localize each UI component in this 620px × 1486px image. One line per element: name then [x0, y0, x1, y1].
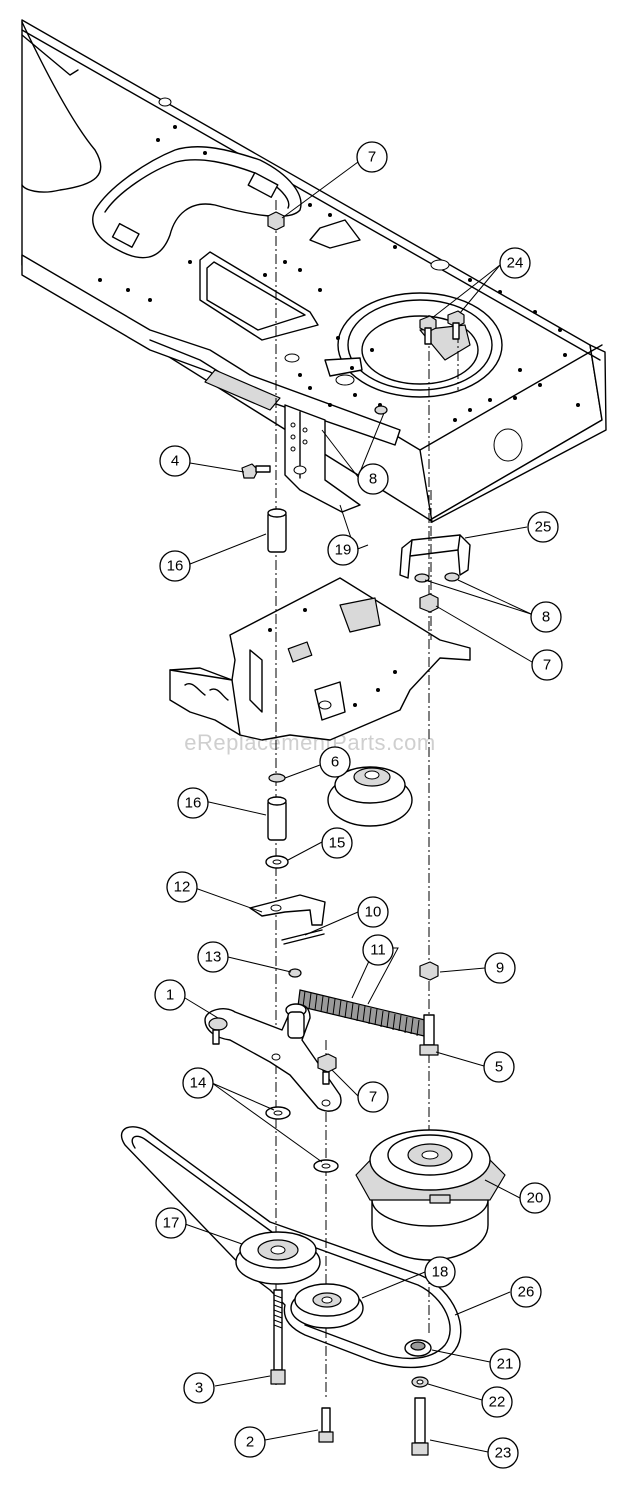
- svg-text:8: 8: [542, 609, 550, 626]
- svg-text:14: 14: [190, 1075, 207, 1092]
- svg-text:2: 2: [246, 1434, 254, 1451]
- callout-9: 9: [484, 952, 516, 984]
- svg-text:12: 12: [174, 879, 191, 896]
- callout-2: 2: [234, 1426, 266, 1458]
- svg-text:10: 10: [365, 904, 382, 921]
- svg-text:24: 24: [507, 255, 524, 272]
- idler-21: [404, 1339, 432, 1357]
- callout-22: 22: [481, 1386, 513, 1418]
- callout-7c: 7: [357, 1081, 389, 1113]
- clutch-20: [355, 1129, 506, 1261]
- svg-text:16: 16: [167, 558, 184, 575]
- callout-13: 13: [197, 941, 229, 973]
- svg-text:21: 21: [497, 1356, 514, 1373]
- svg-text:19: 19: [335, 542, 352, 559]
- callout-20: 20: [519, 1182, 551, 1214]
- callout-8a: 8: [357, 463, 389, 495]
- callout-18: 18: [424, 1256, 456, 1288]
- svg-text:7: 7: [368, 149, 376, 166]
- bolt-3: [270, 1289, 286, 1385]
- bolt-23: [411, 1376, 429, 1456]
- svg-text:20: 20: [527, 1190, 544, 1207]
- svg-text:7: 7: [543, 657, 551, 674]
- callout-10: 10: [357, 896, 389, 928]
- spring-11: [297, 989, 426, 1037]
- bracket-25: [399, 534, 471, 579]
- callout-8b: 8: [530, 601, 562, 633]
- svg-text:26: 26: [518, 1284, 535, 1301]
- callout-3: 3: [183, 1372, 215, 1404]
- callout-11: 11: [362, 934, 394, 966]
- hardware: [204, 211, 465, 1173]
- svg-text:15: 15: [329, 835, 346, 852]
- callout-12: 12: [166, 871, 198, 903]
- callout-26: 26: [510, 1276, 542, 1308]
- callout-24: 24: [499, 247, 531, 279]
- svg-text:11: 11: [370, 942, 386, 959]
- callout-1: 1: [154, 979, 186, 1011]
- callout-6: 6: [319, 746, 351, 778]
- bolt-2: [318, 1407, 334, 1443]
- callout-19: 19: [327, 534, 359, 566]
- callout-23: 23: [487, 1437, 519, 1469]
- svg-text:13: 13: [205, 949, 222, 966]
- pulley-18: [290, 1283, 364, 1329]
- callout-16a: 16: [159, 550, 191, 582]
- svg-text:16: 16: [185, 795, 202, 812]
- belt-26: [120, 1126, 462, 1369]
- svg-text:4: 4: [171, 453, 179, 470]
- callout-15: 15: [321, 827, 353, 859]
- leader-lines: [184, 161, 533, 1453]
- svg-text:5: 5: [495, 1059, 503, 1076]
- svg-text:25: 25: [535, 519, 552, 536]
- frame: [21, 19, 607, 523]
- svg-text:3: 3: [195, 1380, 203, 1397]
- svg-text:7: 7: [369, 1089, 377, 1106]
- bracket-19: [284, 404, 361, 513]
- svg-text:17: 17: [163, 1215, 180, 1232]
- svg-text:9: 9: [496, 960, 504, 977]
- callout-25: 25: [527, 511, 559, 543]
- svg-text:23: 23: [495, 1445, 512, 1462]
- callout-16b: 16: [177, 787, 209, 819]
- svg-text:22: 22: [489, 1394, 506, 1411]
- callout-14: 14: [182, 1067, 214, 1099]
- svg-text:1: 1: [166, 987, 174, 1004]
- svg-text:8: 8: [369, 471, 377, 488]
- callout-5: 5: [483, 1051, 515, 1083]
- idler-plate: [169, 577, 471, 741]
- pulley-17: [235, 1231, 321, 1285]
- callout-7b: 7: [531, 649, 563, 681]
- callout-7a: 7: [356, 141, 388, 173]
- callout-21: 21: [489, 1348, 521, 1380]
- frame-holes: [98, 97, 580, 462]
- svg-text:6: 6: [331, 754, 339, 771]
- callout-4: 4: [159, 445, 191, 477]
- callout-17: 17: [155, 1207, 187, 1239]
- svg-text:18: 18: [432, 1264, 449, 1281]
